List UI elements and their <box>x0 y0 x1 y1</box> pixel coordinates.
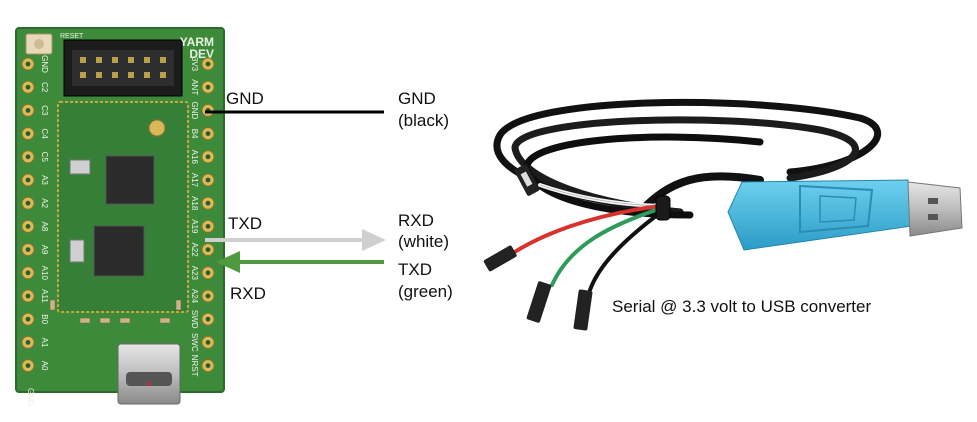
right-pin-label: A18 <box>190 196 199 211</box>
right-pin-label: NRST <box>190 355 199 377</box>
left-pin-label: A0 <box>40 361 49 371</box>
silk-dev: DEV <box>189 47 214 61</box>
left-pin-label: C4 <box>40 128 49 139</box>
right-pin-hole <box>205 131 211 137</box>
right-pin-hole <box>205 224 211 229</box>
left-pin-hole <box>25 293 31 299</box>
left-pin-label: A10 <box>40 266 49 281</box>
board-gnd-label: GND <box>226 89 264 108</box>
right-pin-label: 3V3 <box>190 57 199 72</box>
right-pin-hole <box>205 340 211 345</box>
right-pin-label: GND <box>190 102 199 120</box>
right-pin-hole <box>205 247 211 253</box>
left-pin-label: C2 <box>40 82 49 93</box>
left-pin-hole <box>25 316 31 322</box>
left-pin-label: C5 <box>40 152 49 163</box>
right-pin-label: A19 <box>190 219 199 234</box>
txd-to-rxd-return-arrow <box>216 251 384 273</box>
header-pins <box>80 57 166 78</box>
left-pin-label: B0 <box>40 314 49 324</box>
yarm-dev-board: YARM DEV RESET GND GNDC2C3C4C5A3A2A8A9A1… <box>15 27 225 406</box>
cable-gnd-label: GND <box>398 89 436 108</box>
board-rxd-label: RXD <box>230 284 266 303</box>
radio-module <box>57 101 189 313</box>
right-pin-label: A17 <box>190 173 199 188</box>
silk-yarm: YARM <box>180 35 214 49</box>
left-pin-label: GND <box>40 55 49 73</box>
right-pin-hole <box>205 84 211 90</box>
green-wire <box>550 206 664 287</box>
left-pin-hole <box>25 200 31 206</box>
left-pin-hole <box>25 247 31 253</box>
right-pin-label: A16 <box>190 150 199 165</box>
right-pin-label: SWC <box>190 333 199 352</box>
cable-txd-label: TXD <box>398 260 432 279</box>
left-pin-hole <box>25 340 31 345</box>
left-pin-hole <box>25 154 31 160</box>
cable-rxd-label: RXD <box>398 211 434 230</box>
left-pin-hole <box>25 177 31 183</box>
right-pin-label: SWD <box>190 310 199 329</box>
right-pin-label: B4 <box>190 129 199 139</box>
txd-to-rxd-arrow <box>205 229 386 251</box>
usb-serial-cable <box>493 98 882 292</box>
cable-gnd-color-label: (black) <box>398 111 450 130</box>
left-pin-hole <box>25 131 31 137</box>
right-pin-label: A24 <box>190 289 199 304</box>
silk-reset: RESET <box>60 33 84 40</box>
left-pin-hole <box>25 224 31 229</box>
right-pin-label: ANT <box>190 79 199 95</box>
right-pin-hole <box>205 177 211 183</box>
right-pin-hole <box>205 293 211 299</box>
silk-gnd: GND <box>26 388 35 406</box>
left-pin-label: A3 <box>40 175 49 185</box>
right-pin-hole <box>205 316 211 322</box>
right-pin-label: A23 <box>190 266 199 281</box>
left-pin-label: A1 <box>40 338 49 348</box>
board-txd-label: TXD <box>228 214 262 233</box>
left-pin-label: A2 <box>40 198 49 208</box>
left-pin-hole <box>25 270 31 276</box>
left-pin-hole <box>25 61 31 67</box>
cable-rxd-color-label: (white) <box>398 232 450 251</box>
left-pin-label: A8 <box>40 222 49 232</box>
radio-chip <box>93 225 145 277</box>
right-pin-hole <box>205 61 211 67</box>
cable-txd-color-label: (green) <box>398 282 453 301</box>
left-pin-hole <box>25 84 31 90</box>
dupont-connectors <box>483 164 593 331</box>
right-pin-hole <box>205 270 211 276</box>
left-pin-hole <box>25 363 31 368</box>
mcu-chip <box>105 155 155 205</box>
right-pin-hole <box>205 363 211 368</box>
left-pin-label: C3 <box>40 105 49 116</box>
red-wire <box>508 204 662 257</box>
left-pin-hole <box>25 108 31 113</box>
usb-dongle <box>727 179 963 251</box>
right-pin-hole <box>205 154 211 160</box>
antenna-connector <box>148 119 166 137</box>
crystal <box>69 159 91 175</box>
black-wire <box>588 208 666 292</box>
right-pin-hole <box>205 200 211 206</box>
left-pin-label: A11 <box>40 289 49 303</box>
right-pin-label: A22 <box>190 242 199 257</box>
converter-caption: Serial @ 3.3 volt to USB converter <box>612 297 872 316</box>
left-pin-label: A9 <box>40 245 49 255</box>
